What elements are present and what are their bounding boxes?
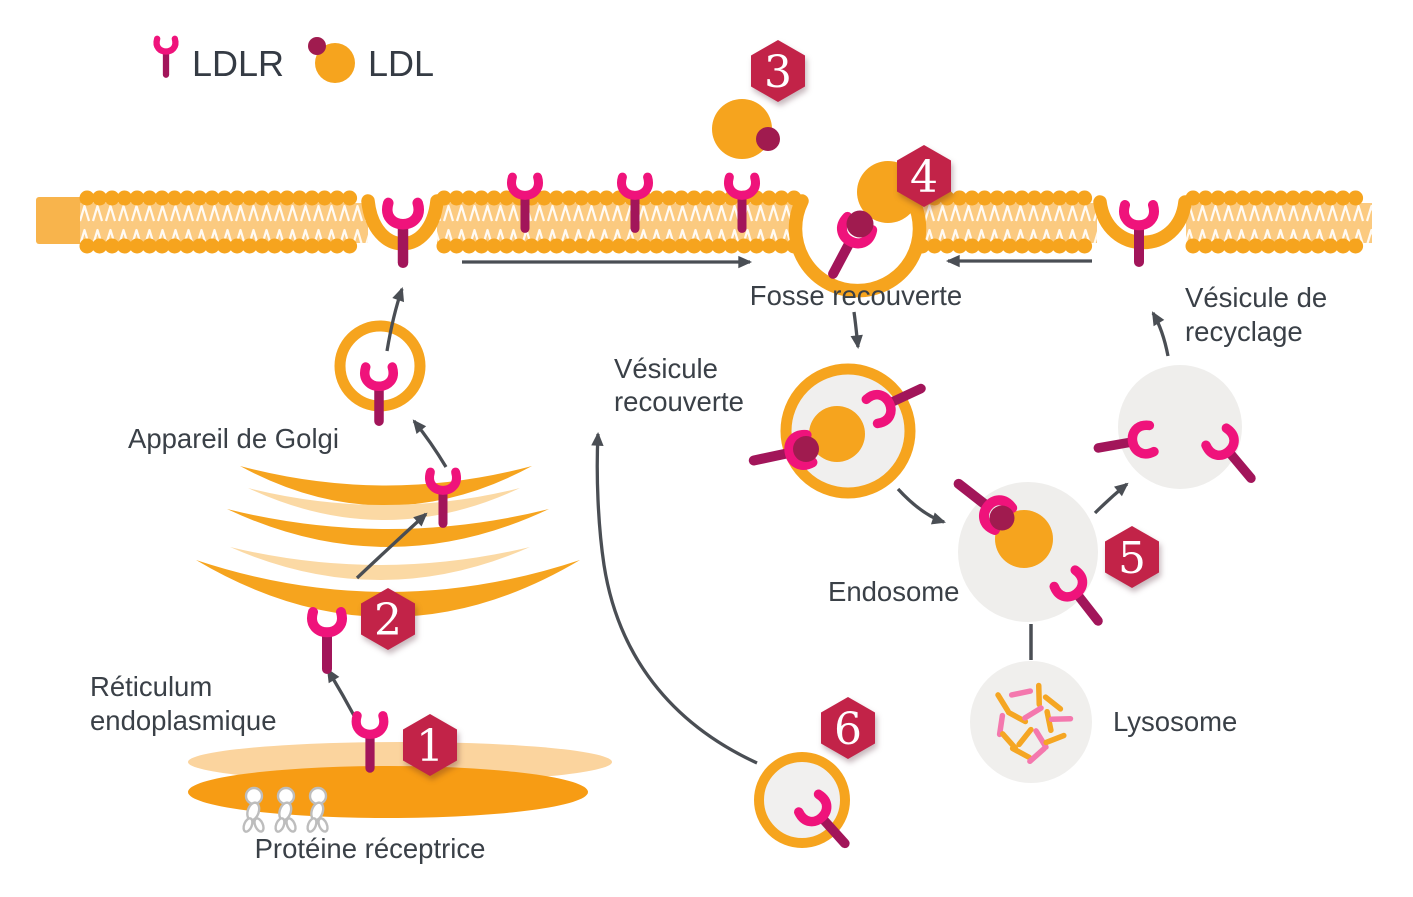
step-badge-2: 2 [361,588,415,650]
step-badge-3: 3 [751,40,805,102]
arrow-er-to-golgi [326,668,359,722]
label-lysosome: Lysosome [1113,706,1237,737]
arrow-coated-vesicle-to-endosome [896,487,946,525]
membrane-left-cap [36,197,90,244]
receptor-protein-squiggles [242,786,329,833]
step-badge-6: 6 [821,697,875,759]
ldl-dot [846,210,874,238]
legend: LDLR LDL [192,43,434,84]
badge-number: 4 [910,152,938,203]
coated-pit [788,194,927,298]
badge-number: 2 [374,595,402,646]
label-proteine-receptrice: Protéine réceptrice [255,833,486,864]
label-vesicule-recouverte-line2: recouverte [614,386,744,417]
arrow-pit-to-coated-vesicle [850,311,863,350]
ldl-receptor [312,612,342,669]
cell-membrane [36,190,1374,298]
ldl-particle [712,99,780,159]
arrow-vesicle-to-membrane [385,287,405,352]
golgi-apparatus [196,466,580,617]
label-vesicule-recouverte-line1: Vésicule [614,353,718,384]
lysosome-body [970,661,1092,783]
badge-number: 6 [834,704,862,755]
legend-ldl-label: LDL [368,43,434,84]
ldl-particle [809,406,865,462]
label-fosse-recouverte: Fosse recouverte [750,280,962,311]
arrow-within-golgi [355,512,428,580]
label-vesicule-recyclage-line2: recyclage [1185,316,1303,347]
badge-number: 3 [764,47,792,98]
arrow-endosome-to-recycling [1093,482,1129,515]
badge-number: 1 [416,721,444,772]
arrow-golgi-to-vesicle [412,419,448,468]
ldlr-receptor-icon [157,39,176,75]
arrow-recycle-loop [591,431,758,765]
step-badge-4: 4 [897,145,951,207]
label-vesicule-recyclage-line1: Vésicule de [1185,282,1327,313]
ldl-dot [989,505,1015,531]
badge-number: 5 [1118,533,1146,584]
step-badge-1: 1 [403,714,457,776]
label-reticulum-line2: endoplasmique [90,705,277,736]
endoplasmic-reticulum [188,742,612,818]
flow-arrows [326,254,1170,765]
label-reticulum-line1: Réticulum [90,671,212,702]
step-badge-5: 5 [1105,526,1159,588]
arrow-recycling-to-membrane [1151,311,1170,357]
lysosome-fragments [995,682,1074,765]
ldl-dot [793,436,819,462]
label-endosome: Endosome [828,576,959,607]
ldl-particle [308,37,355,83]
label-appareil-golgi: Appareil de Golgi [128,423,339,454]
legend-ldlr-label: LDLR [192,43,284,84]
ldl-receptor [387,203,418,263]
